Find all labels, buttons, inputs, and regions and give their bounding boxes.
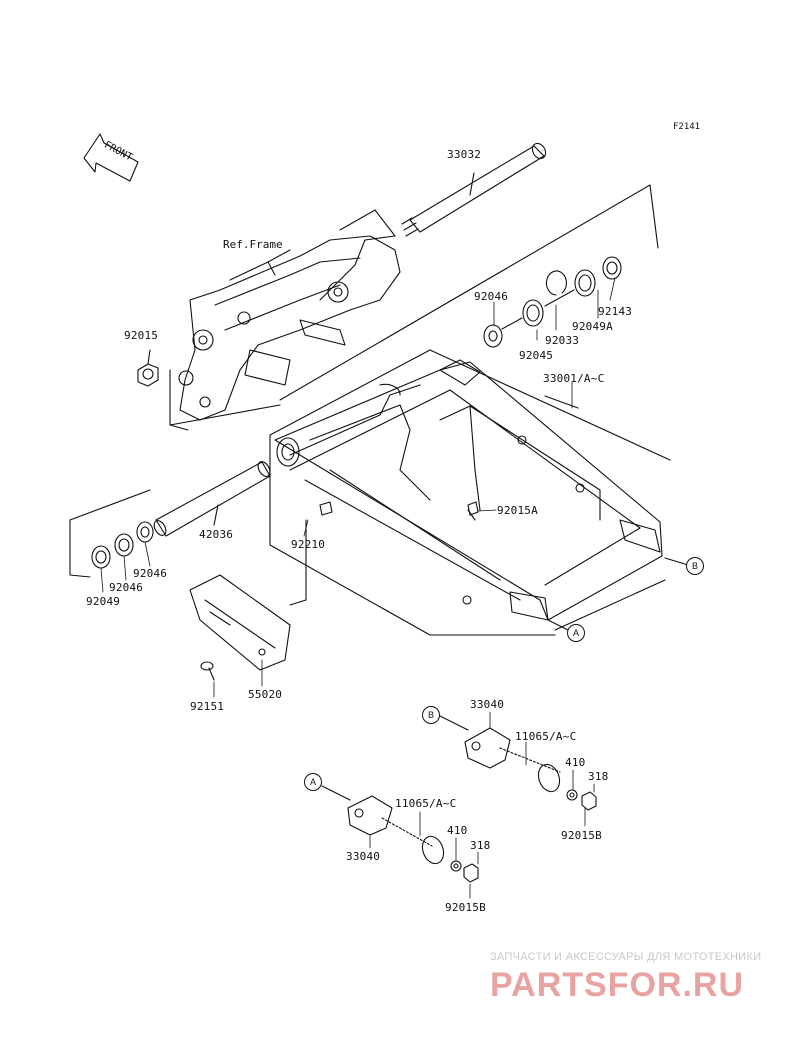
part-label-92015B-a[interactable]: 92015B <box>445 901 486 914</box>
frame-outline <box>169 184 659 431</box>
part-label-33040-b[interactable]: 33040 <box>470 698 505 711</box>
part-label-11065-a[interactable]: 11065/A~C <box>395 797 457 810</box>
swingarm-outline <box>269 349 689 636</box>
part-label-92210[interactable]: 92210 <box>291 538 326 551</box>
part-label-92015A[interactable]: 92015A <box>497 504 538 517</box>
frame-section <box>178 209 401 421</box>
pivot-shaft <box>401 142 547 237</box>
part-label-92143[interactable]: 92143 <box>598 305 633 318</box>
part-label-33032[interactable]: 33032 <box>447 148 482 161</box>
leader-lines <box>100 277 616 899</box>
part-label-92049A[interactable]: 92049A <box>572 320 613 333</box>
part-label-318-a[interactable]: 318 <box>470 839 491 852</box>
front-arrow-icon <box>83 133 139 182</box>
part-label-42036[interactable]: 42036 <box>199 528 234 541</box>
part-label-92015[interactable]: 92015 <box>124 329 159 342</box>
part-label-11065-b[interactable]: 11065/A~C <box>515 730 577 743</box>
bearing-group-top <box>483 256 622 348</box>
watermark-logo: PARTSFOR.RU <box>490 966 745 1004</box>
ref-frame-label: Ref.Frame <box>223 238 283 251</box>
watermark-tagline: ЗАПЧАСТИ И АКСЕССУАРЫ ДЛЯ МОТОТЕХНИКИ <box>490 951 762 963</box>
swingarm <box>274 359 663 621</box>
screw-92151 <box>200 661 215 681</box>
ref-marker-a-adjuster[interactable]: A <box>304 773 322 791</box>
bolt-92015A <box>467 501 479 516</box>
part-label-92046-top[interactable]: 92046 <box>474 290 509 303</box>
part-label-92049[interactable]: 92049 <box>86 595 121 608</box>
part-label-33001[interactable]: 33001/A~C <box>543 372 605 385</box>
collar-42036 <box>153 461 271 537</box>
part-label-92015B-b[interactable]: 92015B <box>561 829 602 842</box>
ref-marker-b-adjuster[interactable]: B <box>422 706 440 724</box>
part-label-92151[interactable]: 92151 <box>190 700 225 713</box>
figure-code: F2141 <box>673 122 701 132</box>
nut-92015 <box>137 349 159 387</box>
part-label-318-b[interactable]: 318 <box>588 770 609 783</box>
part-label-92045[interactable]: 92045 <box>519 349 554 362</box>
part-label-410-a[interactable]: 410 <box>447 824 468 837</box>
ref-marker-b[interactable]: B <box>686 557 704 575</box>
grease-nipple-92210 <box>289 501 333 606</box>
part-label-55020[interactable]: 55020 <box>248 688 283 701</box>
chain-adjuster-a <box>321 785 479 883</box>
ref-marker-a[interactable]: A <box>567 624 585 642</box>
part-label-92046-left2[interactable]: 92046 <box>109 581 144 594</box>
part-label-33040-a[interactable]: 33040 <box>346 850 381 863</box>
part-label-92033[interactable]: 92033 <box>545 334 580 347</box>
part-label-92046-left[interactable]: 92046 <box>133 567 168 580</box>
bearing-group-left <box>69 489 154 578</box>
part-label-410-b[interactable]: 410 <box>565 756 586 769</box>
chain-guard-55020 <box>189 574 291 671</box>
